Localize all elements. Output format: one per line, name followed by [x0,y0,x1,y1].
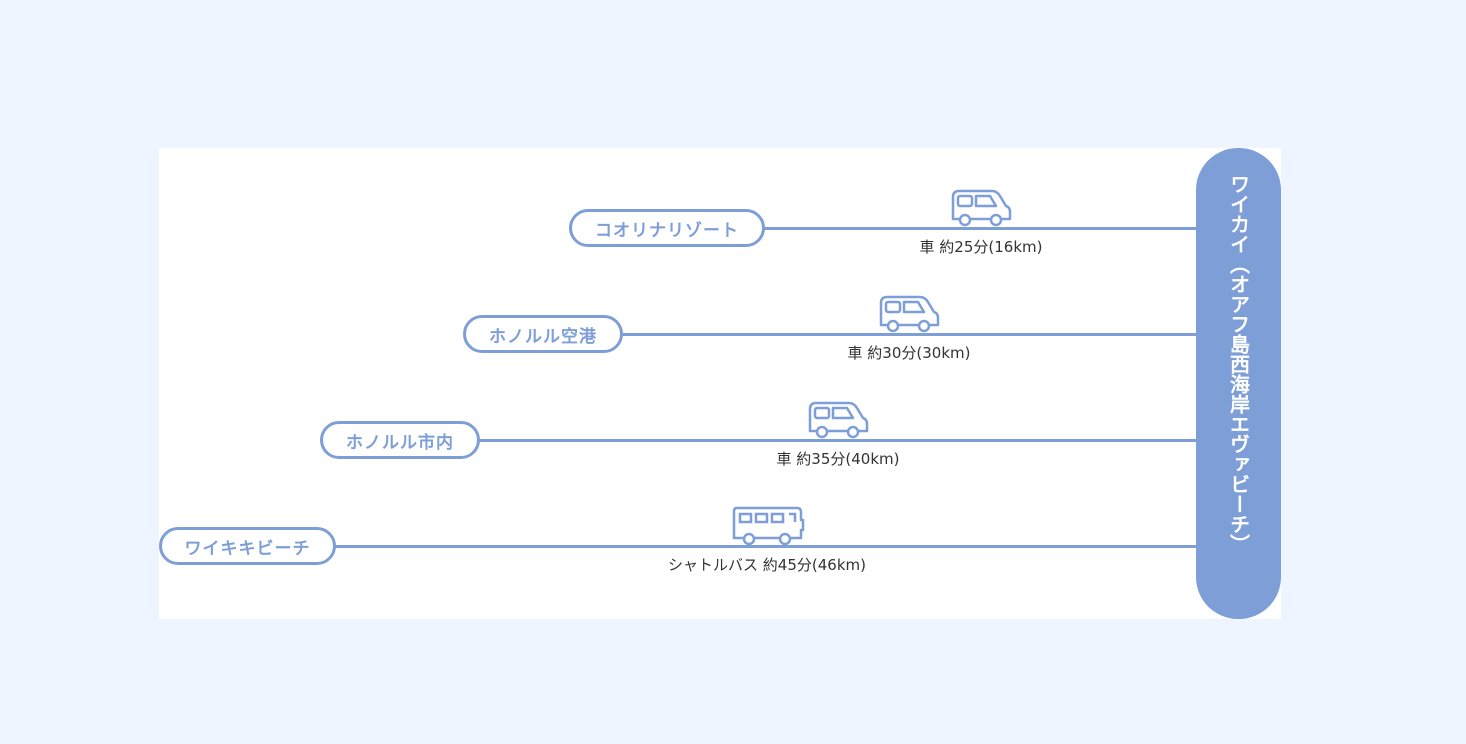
route-line-honolulu-city [478,439,1196,442]
car-icon [878,295,940,333]
destination-label: ワイカイ（オアフ島西海岸エヴァビーチ） [1226,174,1251,554]
origin-ko-olina-resort: コオリナリゾート [569,209,765,247]
bus-icon [731,506,805,546]
destination-pill: ワイカイ（オアフ島西海岸エヴァビーチ） [1196,148,1281,619]
route-line-honolulu-airport [621,333,1196,336]
route-caption: 車 約30分(30km) [847,344,971,362]
route-caption: 車 約25分(16km) [919,238,1043,256]
origin-waikiki-beach: ワイキキビーチ [159,527,336,565]
route-line-waikiki [334,545,1196,548]
route-caption: シャトルバス 約45分(46km) [668,556,866,574]
car-icon [950,189,1012,227]
origin-honolulu-city: ホノルル市内 [320,421,480,459]
route-caption: 車 約35分(40km) [776,450,900,468]
origin-honolulu-airport: ホノルル空港 [463,315,623,353]
route-line-ko-olina [764,227,1196,230]
car-icon [807,401,869,439]
